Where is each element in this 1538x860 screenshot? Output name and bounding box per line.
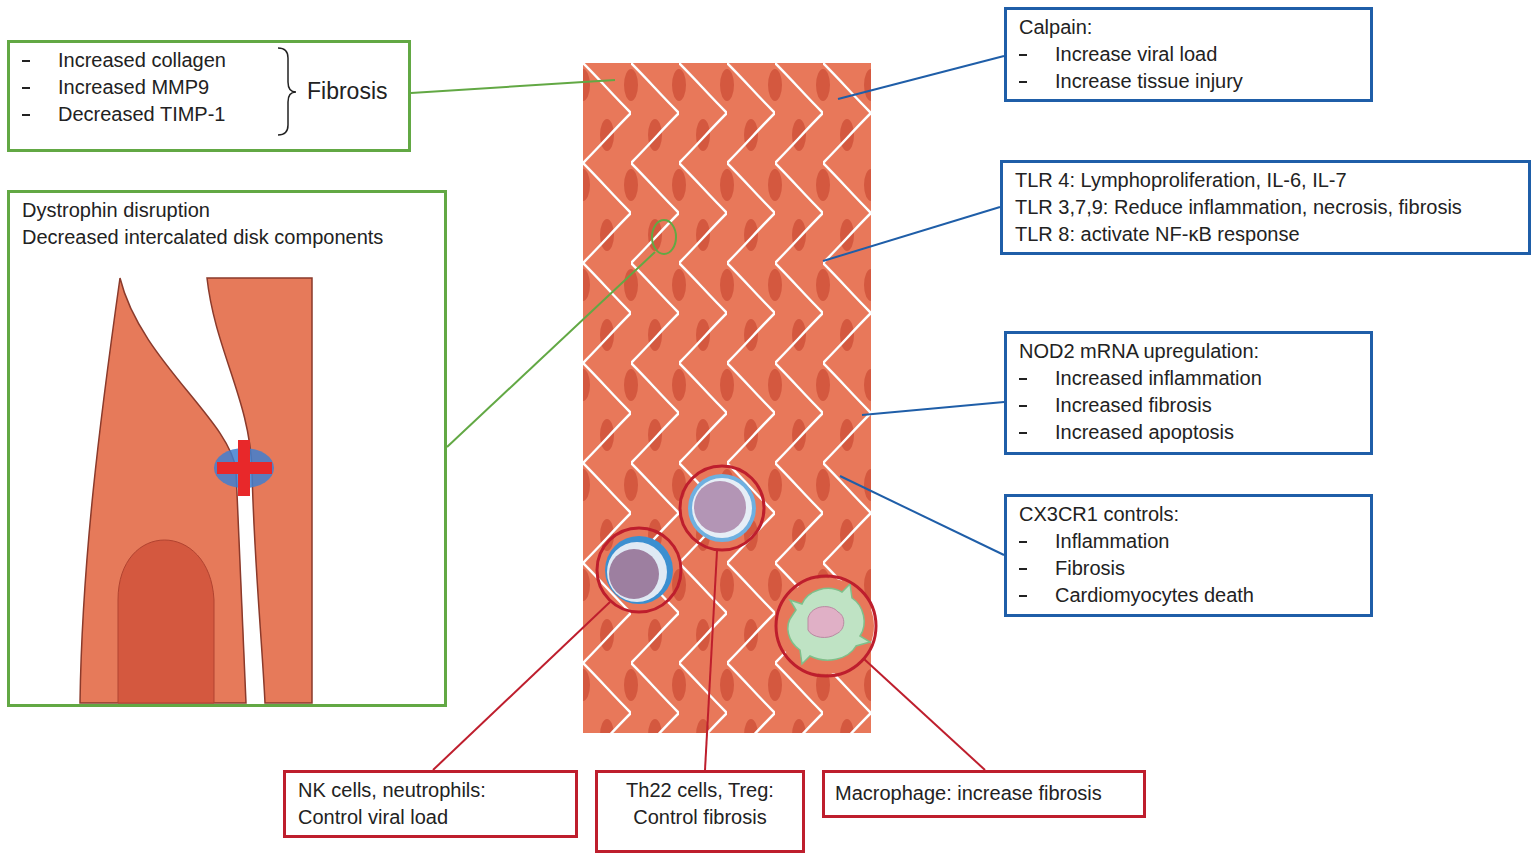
mechanism-box: NOD2 mRNA upregulation:Increased inflamm…	[1004, 331, 1373, 455]
list-item: Increased fibrosis	[1019, 392, 1358, 419]
leader-line	[864, 659, 985, 770]
bullet-dash	[22, 87, 30, 89]
leader-line	[411, 80, 615, 93]
bracket	[278, 48, 296, 135]
mechanism-box: CX3CR1 controls:InflammationFibrosisCard…	[1004, 494, 1373, 617]
box-text: TLR 8: activate NF-κB response	[1015, 221, 1516, 248]
bullet-dash	[1019, 378, 1027, 380]
cardiac-tissue	[583, 63, 871, 733]
junction-highlight	[652, 220, 676, 254]
box-heading: TLR 4: Lymphoproliferation, IL-6, IL-7	[1015, 167, 1516, 194]
t-cell-body	[692, 478, 752, 538]
list-text: Increased fibrosis	[1055, 394, 1212, 416]
bullet-dash	[1019, 432, 1027, 434]
cell-box: NK cells, neutrophils:Control viral load	[283, 770, 578, 838]
bullet-dash	[1019, 405, 1027, 407]
list-text: Increase tissue injury	[1055, 70, 1243, 92]
list-item: Increased apoptosis	[1019, 419, 1358, 446]
list-text: Increase viral load	[1055, 43, 1217, 65]
bullet-dash	[1019, 568, 1027, 570]
illustration-box: Dystrophin disruptionDecreased intercala…	[7, 190, 447, 707]
bullet-dash	[1019, 54, 1027, 56]
list-text: Increased inflammation	[1055, 367, 1262, 389]
mechanism-box: TLR 4: Lymphoproliferation, IL-6, IL-7TL…	[1000, 160, 1531, 255]
cardiomyocyte	[80, 278, 246, 703]
box-heading: Dystrophin disruption	[22, 197, 432, 224]
leader-line	[447, 252, 655, 447]
cell-highlight	[776, 576, 876, 676]
list-text: Increased MMP9	[58, 76, 209, 98]
list-item: Increased collagen	[22, 47, 396, 74]
box-text: Decreased intercalated disk components	[22, 224, 432, 251]
leader-line	[433, 602, 610, 770]
disruption-cross	[238, 440, 250, 496]
nk-cell-nucleus	[609, 549, 659, 599]
cell-box: Th22 cells, Treg:Control fibrosis	[595, 770, 805, 853]
cell-highlight	[597, 528, 681, 612]
leader-line	[840, 476, 1004, 555]
box-text: Control viral load	[298, 804, 563, 831]
box-heading: NK cells, neutrophils:	[298, 777, 563, 804]
list-item: Increase viral load	[1019, 41, 1358, 68]
bullet-dash	[1019, 541, 1027, 543]
leader-line	[823, 207, 1000, 261]
bullet-dash	[1019, 595, 1027, 597]
nucleus	[118, 540, 214, 703]
box-heading: Th22 cells, Treg:	[608, 777, 792, 804]
list-item: Inflammation	[1019, 528, 1358, 555]
list-text: Cardiomyocytes death	[1055, 584, 1254, 606]
nk-cell-body	[607, 542, 667, 602]
bullet-dash	[22, 60, 30, 62]
box-heading: Macrophage: increase fibrosis	[835, 780, 1133, 807]
box-heading: NOD2 mRNA upregulation:	[1019, 338, 1358, 365]
t-cell-membrane	[688, 474, 756, 542]
list-text: Fibrosis	[1055, 557, 1125, 579]
leader-line	[862, 402, 1004, 415]
list-text: Increased collagen	[58, 49, 226, 71]
macrophage-ground	[778, 578, 874, 674]
box-text: TLR 3,7,9: Reduce inflammation, necrosis…	[1015, 194, 1516, 221]
box-text: Control fibrosis	[608, 804, 792, 831]
cell-box: Macrophage: increase fibrosis	[822, 770, 1146, 818]
list-text: Increased apoptosis	[1055, 421, 1234, 443]
group-label: Fibrosis	[307, 78, 388, 105]
fibrosis-box: Increased collagenIncreased MMP9Decrease…	[7, 40, 411, 152]
list-item: Cardiomyocytes death	[1019, 582, 1358, 609]
bullet-dash	[1019, 81, 1027, 83]
box-heading: CX3CR1 controls:	[1019, 501, 1358, 528]
t-cell-nucleus	[694, 481, 746, 533]
list-item: Increase tissue injury	[1019, 68, 1358, 95]
list-item: Fibrosis	[1019, 555, 1358, 582]
leader-line	[705, 551, 717, 770]
macrophage-nucleus	[808, 607, 844, 638]
leader-line	[838, 56, 1004, 99]
macrophage-body	[788, 584, 870, 664]
bullet-dash	[22, 114, 30, 116]
list-item: Increased inflammation	[1019, 365, 1358, 392]
list-item: Decreased TIMP-1	[22, 101, 396, 128]
cell-highlight	[680, 466, 764, 550]
box-heading: Calpain:	[1019, 14, 1358, 41]
nk-cell-membrane	[605, 536, 673, 604]
list-text: Inflammation	[1055, 530, 1170, 552]
list-text: Decreased TIMP-1	[58, 103, 225, 125]
mechanism-box: Calpain:Increase viral loadIncrease tiss…	[1004, 7, 1373, 102]
